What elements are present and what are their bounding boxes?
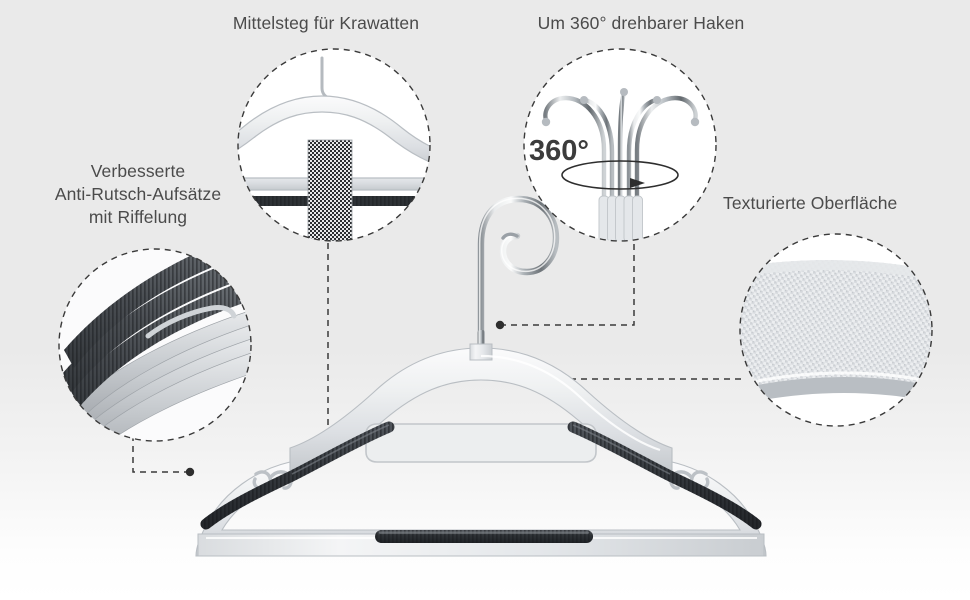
anti-slip-grips-detail-circle [58, 248, 252, 442]
hanger-lower-frame [195, 461, 767, 557]
rotation-degree-badge: 360° [529, 135, 589, 167]
connector-rotating-hook [500, 236, 635, 326]
rotating-hook-detail-circle: 360° [523, 48, 717, 242]
callout-label-textured-surface: Texturierte Oberfläche [723, 193, 898, 213]
connector-anti-slip-grips [132, 434, 190, 473]
dot-anti-slip-grips [185, 467, 195, 477]
hanger-trouser-bar-grip [375, 530, 593, 543]
hanger-anti-slip-grip-left [200, 421, 395, 530]
hanger-anti-slip-grip-right [567, 421, 762, 530]
dot-rotating-hook [495, 320, 505, 330]
callout-label-rotating-hook: Um 360° drehbarer Haken [537, 13, 745, 33]
hanger-tie-opening [365, 423, 597, 463]
tie-bar-detail-circle [237, 48, 431, 242]
textured-surface-detail-circle [739, 233, 933, 427]
callout-label-anti-slip-grips: Verbesserte Anti-Rutsch-Aufsätze mit Rif… [54, 161, 222, 228]
hanger-hook [477, 195, 560, 352]
callout-label-tie-bar: Mittelsteg für Krawatten [232, 13, 420, 33]
main-hanger-illustration [195, 195, 767, 557]
